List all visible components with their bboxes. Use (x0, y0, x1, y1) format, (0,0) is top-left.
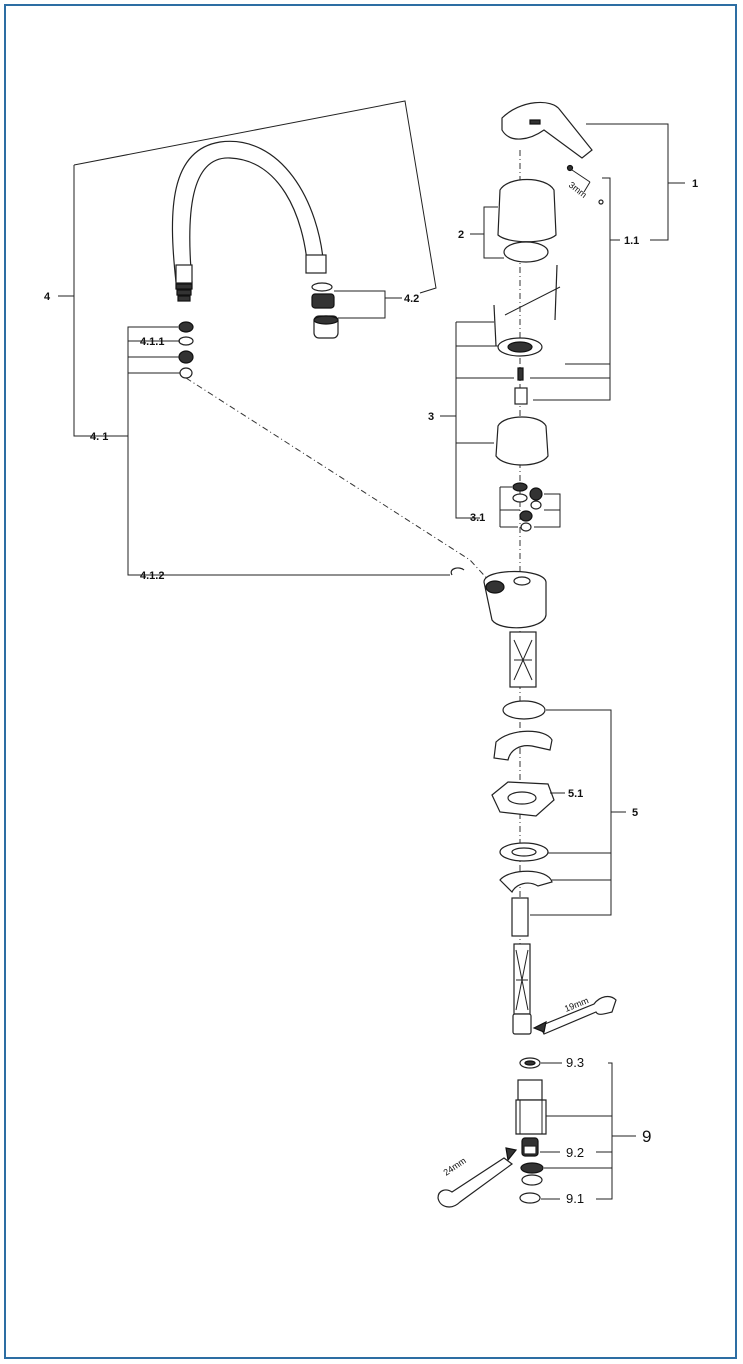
hose-connector-assembly (437, 943, 636, 1208)
label-9: 9 (642, 1127, 651, 1146)
large-wrench-size-label: 24mm (442, 1155, 468, 1177)
faucet-body (450, 567, 547, 688)
label-9-1: 9.1 (566, 1191, 584, 1206)
diagram-frame (4, 4, 737, 1359)
hex-key-size-label: 3mm (567, 180, 589, 200)
label-3-1: 3.1 (470, 512, 485, 524)
mounting-assembly (491, 700, 626, 937)
part-labels: 1 1.1 2 3 3.1 4 4. 1 4.1.1 4.1.2 4.2 5 5… (44, 178, 698, 1206)
label-9-2: 9.2 (566, 1145, 584, 1160)
label-4-2: 4.2 (404, 293, 419, 305)
label-4-1: 4. 1 (90, 431, 108, 443)
label-1-1: 1.1 (624, 235, 639, 247)
handle-cartridge-assembly (440, 101, 685, 1000)
label-1: 1 (692, 178, 698, 190)
label-4-1-2: 4.1.2 (140, 570, 164, 582)
spout-tube (171, 140, 325, 283)
label-5: 5 (632, 807, 638, 819)
label-4: 4 (44, 291, 51, 303)
label-9-3: 9.3 (566, 1055, 584, 1070)
label-5-1: 5.1 (568, 788, 583, 800)
lever-handle (501, 101, 593, 159)
label-2: 2 (458, 229, 464, 241)
label-3: 3 (428, 411, 434, 423)
spout-assembly (58, 100, 494, 586)
label-4-1-1: 4.1.1 (140, 336, 164, 348)
